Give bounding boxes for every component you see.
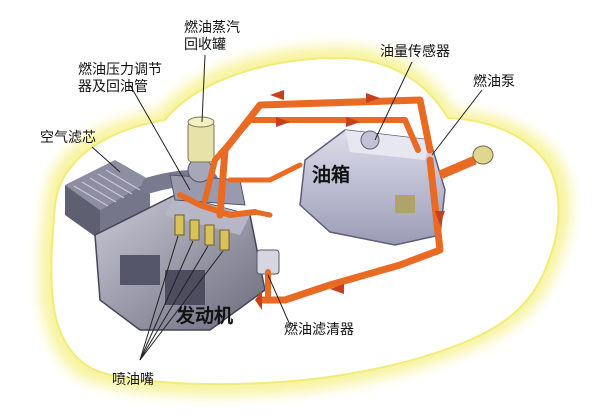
fuel-tank bbox=[299, 129, 446, 246]
label-air-filter: 空气滤芯 bbox=[40, 130, 96, 146]
label-fuel-tank: 油箱 bbox=[312, 164, 351, 186]
label-evap-canister: 燃油蒸汽 回收罐 bbox=[184, 20, 240, 53]
leader-lines bbox=[91, 54, 483, 361]
fuel-lines bbox=[177, 96, 444, 304]
evap-canister bbox=[187, 116, 215, 163]
injectors bbox=[174, 214, 230, 251]
filler-neck bbox=[438, 145, 494, 180]
label-fuel-level-sensor: 油量传感器 bbox=[380, 44, 450, 60]
label-injector: 喷油嘴 bbox=[112, 372, 154, 388]
engine-block bbox=[94, 157, 266, 331]
flow-arrows bbox=[255, 90, 445, 310]
label-fuel-filter: 燃油滤清器 bbox=[284, 322, 354, 338]
label-pressure-regulator: 燃油压力调节 器及回油管 bbox=[78, 62, 162, 95]
label-engine: 发动机 bbox=[176, 305, 234, 327]
label-fuel-pump: 燃油泵 bbox=[473, 74, 515, 90]
